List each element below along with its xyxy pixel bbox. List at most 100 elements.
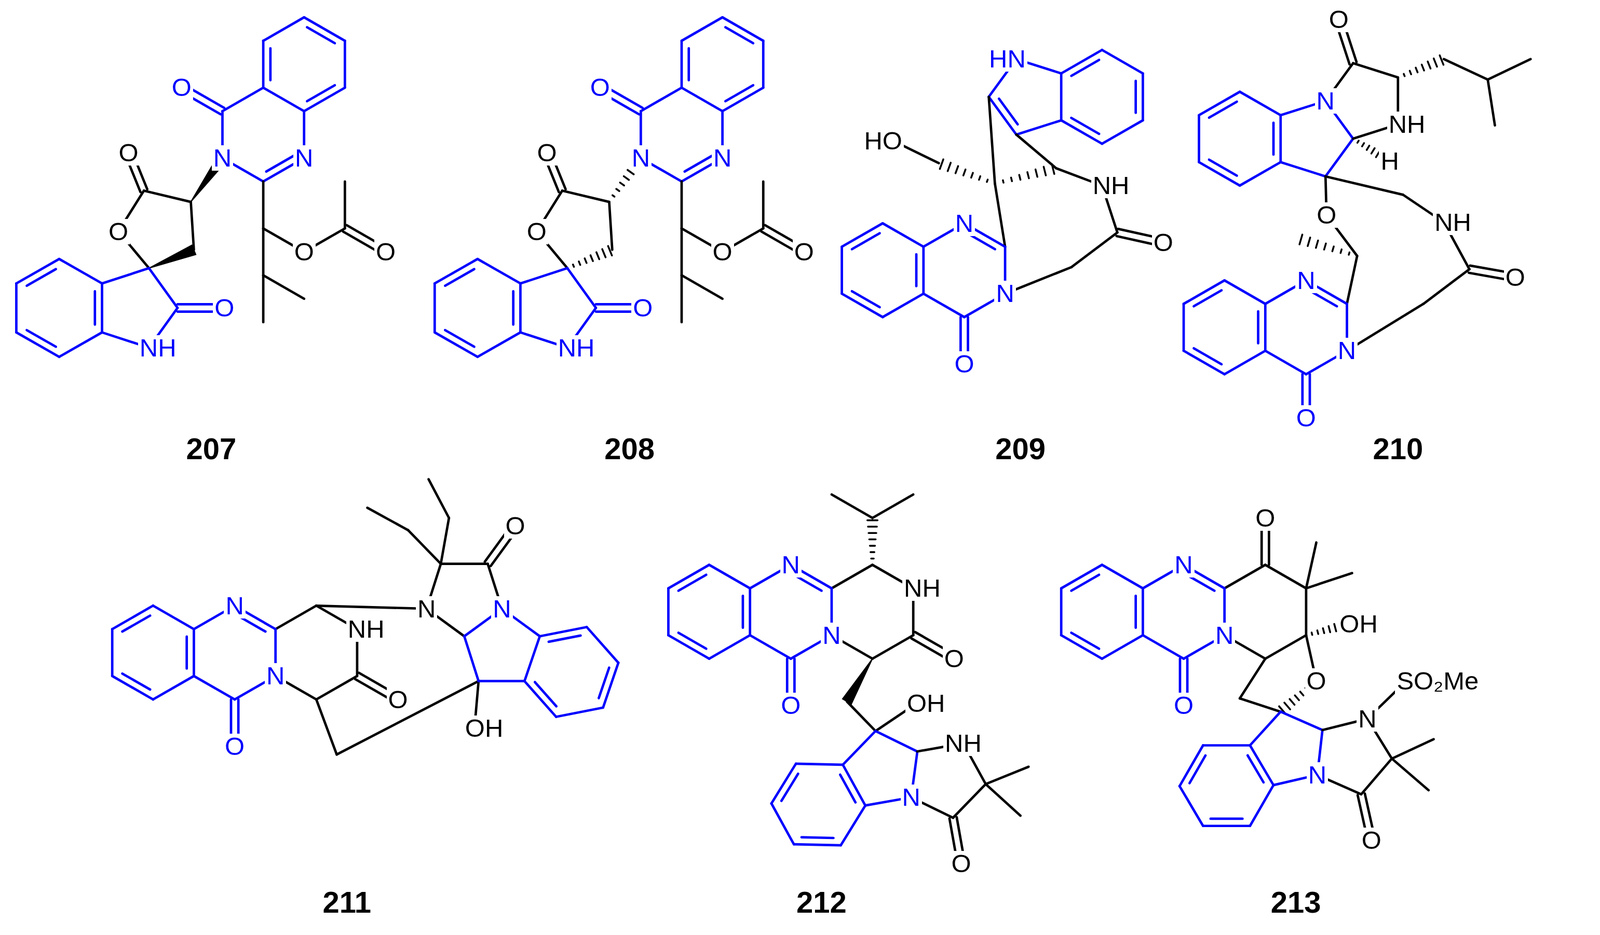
atom-label: NH — [556, 335, 597, 361]
atom-label: NH — [346, 616, 387, 643]
bond — [750, 635, 792, 659]
atom-label: O — [223, 734, 247, 760]
bond — [193, 676, 235, 700]
bond — [343, 41, 347, 88]
bond — [1415, 67, 1418, 73]
bond — [1239, 91, 1281, 116]
bond — [998, 98, 1018, 125]
bond — [122, 615, 151, 632]
atom-label: O — [170, 74, 194, 101]
atom-label: N — [1295, 267, 1317, 294]
bond — [192, 629, 196, 676]
atom-label: SO₂Me — [1394, 668, 1481, 695]
atom-label: NH — [902, 575, 943, 602]
bond — [100, 283, 104, 333]
bond — [842, 658, 873, 705]
bond — [520, 268, 567, 284]
bond — [262, 41, 265, 88]
bond — [408, 530, 441, 565]
atom-label: O — [1151, 229, 1175, 256]
compound-number: 208 — [602, 434, 657, 465]
bond — [1487, 79, 1496, 126]
bond — [556, 708, 603, 718]
bond — [153, 605, 195, 630]
bond — [1352, 63, 1398, 78]
bond — [1002, 180, 1004, 183]
atom-label: N — [1314, 88, 1337, 114]
bond — [841, 805, 866, 846]
bond — [440, 518, 450, 564]
bond — [343, 181, 347, 229]
atom-label: O — [1253, 505, 1277, 532]
atom-label: O — [1305, 668, 1328, 695]
bond — [428, 479, 450, 519]
bond — [608, 201, 613, 250]
bond — [148, 245, 196, 268]
bond — [1366, 145, 1370, 151]
bond — [684, 155, 713, 172]
bond — [263, 275, 305, 300]
bond — [269, 48, 273, 80]
bond — [1071, 575, 1100, 592]
bond — [1043, 166, 1046, 176]
bond — [619, 182, 625, 186]
bond — [851, 291, 880, 308]
bond — [598, 668, 609, 699]
bond — [868, 532, 877, 535]
bond — [1016, 120, 1062, 135]
bond — [444, 330, 474, 347]
bond — [831, 565, 873, 589]
bond — [263, 87, 305, 112]
atom-label: O — [952, 351, 976, 377]
bond — [534, 682, 557, 708]
bond — [1328, 626, 1331, 633]
bond — [262, 181, 265, 229]
bond — [869, 538, 876, 541]
bond — [1071, 232, 1118, 268]
atom-label: N — [211, 145, 234, 171]
atom-label: NH — [1091, 172, 1132, 199]
atom-label: OH — [463, 715, 506, 742]
bond — [612, 195, 615, 197]
bond — [1209, 159, 1237, 176]
atom-label: NH — [943, 730, 984, 757]
bond — [586, 627, 619, 664]
atom-label: O — [117, 140, 141, 166]
bond — [1179, 786, 1203, 827]
atom-label: HN — [987, 46, 1028, 72]
bond — [762, 181, 765, 229]
bond — [562, 190, 609, 202]
atom-label: O — [535, 140, 559, 166]
bond — [111, 629, 114, 676]
bond — [316, 605, 427, 609]
bond — [316, 676, 358, 700]
bond — [923, 293, 965, 318]
bond — [1311, 632, 1313, 636]
bond — [1134, 80, 1137, 113]
atom-label: N — [953, 210, 975, 237]
atom-label: O — [1360, 828, 1383, 854]
bond — [26, 269, 56, 287]
bond — [867, 519, 878, 522]
bond — [1019, 174, 1021, 180]
bond — [953, 784, 986, 819]
bond — [680, 41, 684, 88]
atom-label: O — [588, 74, 612, 101]
bond — [1280, 161, 1326, 177]
bond — [524, 681, 557, 718]
bond — [1322, 628, 1324, 634]
atom-label: O — [792, 239, 816, 265]
bond — [1325, 138, 1353, 177]
atom-label: O — [779, 693, 803, 719]
bond — [262, 275, 265, 323]
bond — [1224, 350, 1266, 375]
bond — [222, 87, 264, 112]
bond — [306, 27, 335, 44]
bond — [263, 17, 305, 41]
bond — [795, 764, 843, 766]
bond — [1284, 702, 1291, 710]
bond — [681, 275, 723, 300]
bond — [1250, 785, 1274, 827]
bond — [1197, 115, 1201, 162]
